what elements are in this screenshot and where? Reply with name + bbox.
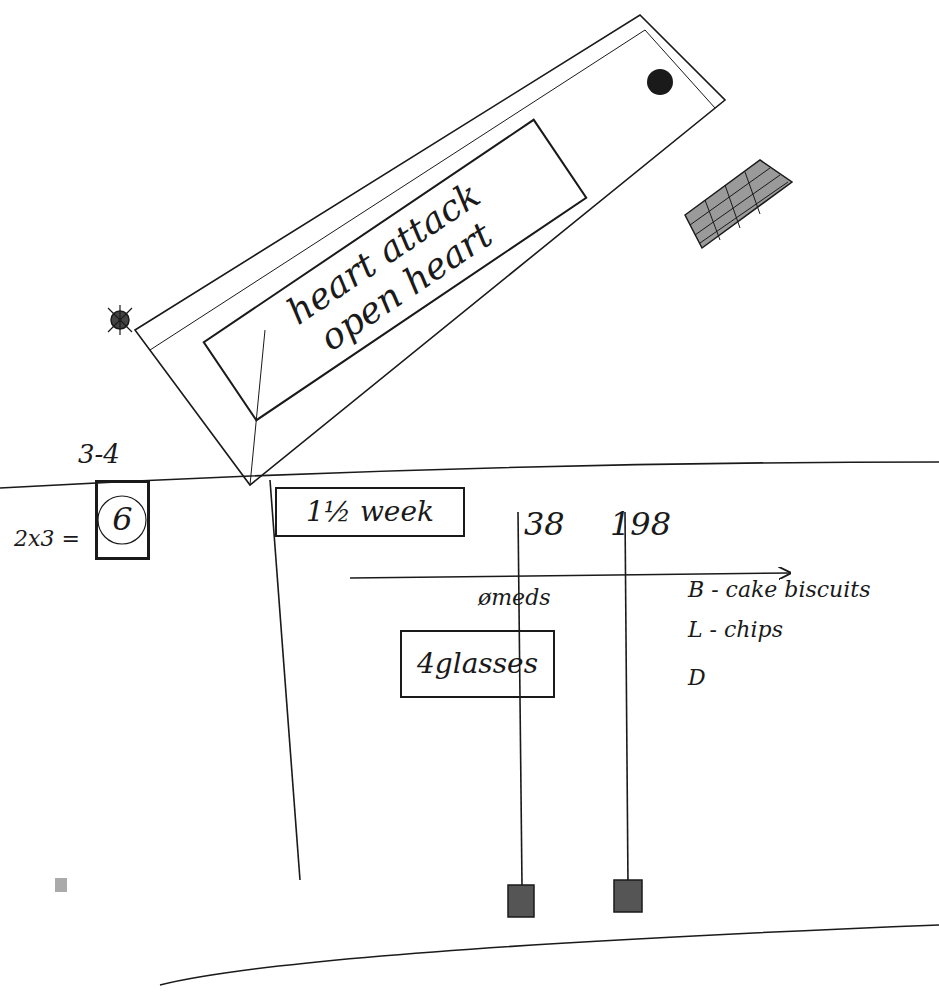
stipple-mark: [55, 878, 67, 892]
horizontal-rule: [0, 462, 939, 488]
scribble-mark: [685, 160, 792, 248]
bottom-rule: [160, 925, 939, 985]
note-box: 1½ week: [275, 487, 465, 537]
handwritten-note: D: [688, 666, 706, 690]
band-inner-line: [150, 30, 715, 350]
note-text: 1½ week: [306, 497, 434, 528]
note-box: 4glasses: [400, 630, 555, 698]
vertical-rule: [625, 512, 628, 885]
hatched-block: [508, 885, 534, 917]
vertical-rule: [518, 512, 522, 885]
ink-dot: [647, 69, 673, 95]
handwritten-note: 2x3 =: [14, 527, 80, 551]
note-text: 4glasses: [417, 649, 538, 680]
hatched-block: [614, 880, 642, 912]
cross-stroke: [250, 330, 265, 485]
inner-circle: [98, 496, 146, 544]
star-mark: [108, 305, 132, 335]
handwritten-note: B - cake biscuits: [688, 578, 870, 602]
handwritten-note: L - chips: [688, 618, 783, 642]
handwritten-note: 3-4: [78, 440, 120, 469]
handwritten-note: ømeds: [478, 586, 551, 610]
note-text: 6: [112, 502, 132, 537]
handwritten-note: 198: [610, 507, 671, 542]
handwritten-note: 38: [524, 507, 565, 542]
note-box: 6: [95, 480, 150, 560]
tilted-band: [135, 15, 725, 485]
note-box: heart attackopen heart: [202, 118, 587, 421]
vertical-rule: [270, 480, 300, 880]
